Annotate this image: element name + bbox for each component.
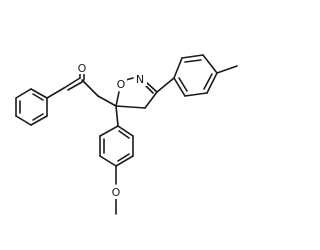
bond xyxy=(173,57,183,79)
bond xyxy=(117,125,134,137)
bond xyxy=(81,79,99,97)
atom-label-ether-oxygen: O xyxy=(112,186,121,199)
phenyl-ring xyxy=(15,88,48,126)
acyl-linker xyxy=(46,63,117,107)
bond xyxy=(203,73,213,90)
chemical-structure: O O N O xyxy=(15,54,238,215)
bond xyxy=(15,115,32,126)
bond xyxy=(145,85,154,94)
bond xyxy=(117,153,130,162)
bond xyxy=(173,77,186,97)
bond xyxy=(118,130,130,139)
bond xyxy=(46,87,65,99)
bond xyxy=(30,115,48,126)
bond xyxy=(63,77,81,89)
bond xyxy=(32,93,44,101)
bond xyxy=(145,81,158,93)
bond xyxy=(184,92,208,97)
bond xyxy=(115,91,120,107)
bond xyxy=(97,95,117,107)
bond xyxy=(30,88,48,99)
bond xyxy=(115,105,146,109)
bond xyxy=(216,65,238,74)
atom-labels: O O N O xyxy=(76,61,147,199)
bond xyxy=(125,77,134,81)
bond xyxy=(115,155,134,167)
isoxazoline-ring xyxy=(115,77,158,109)
bond xyxy=(99,155,117,167)
bond xyxy=(181,54,204,59)
atom-label-carbonyl-oxygen: O xyxy=(78,62,87,75)
bond xyxy=(115,105,119,127)
bond xyxy=(206,72,218,94)
bond xyxy=(156,77,175,93)
bond xyxy=(67,81,83,91)
bond xyxy=(15,88,32,99)
bond xyxy=(99,125,119,137)
atom-label-ring-oxygen: O xyxy=(117,78,126,91)
tolyl-ring xyxy=(156,54,238,97)
bond xyxy=(178,77,188,92)
bond xyxy=(184,59,202,63)
bond xyxy=(144,91,158,109)
bond xyxy=(202,54,218,74)
bond xyxy=(32,113,44,121)
atom-label-ring-nitrogen: N xyxy=(136,73,144,86)
methoxyphenyl-ring xyxy=(99,105,134,215)
